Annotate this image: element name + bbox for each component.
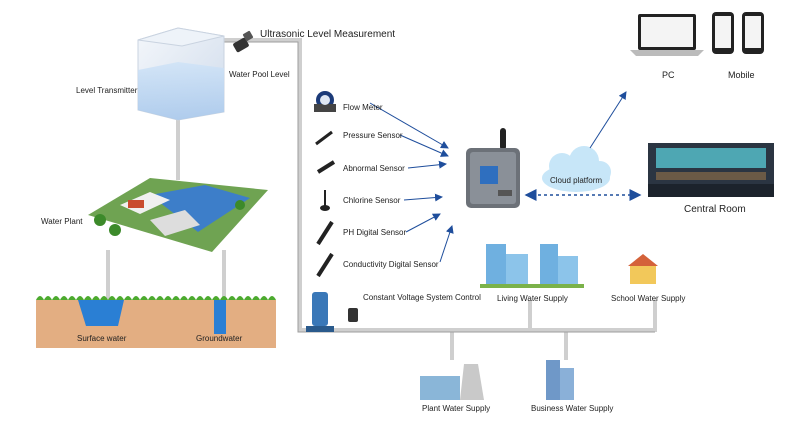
plant-water-label: Plant Water Supply	[422, 404, 491, 413]
ph-sensor-icon	[316, 220, 334, 246]
abnormal-sensor-icon	[316, 160, 336, 174]
water-plant-label: Water Plant	[41, 217, 83, 226]
pump-icon	[306, 292, 358, 332]
surface-water-label: Surface water	[77, 334, 127, 343]
cloud-platform-label: Cloud platform	[550, 176, 603, 185]
school-water-label: School Water Supply	[611, 294, 686, 303]
water-tank-icon	[137, 27, 225, 121]
business-water-label: Business Water Supply	[531, 404, 614, 413]
factory-icon	[420, 364, 484, 400]
ph-sensor-label: PH Digital Sensor	[343, 228, 407, 237]
pressure-sensor-icon	[315, 130, 333, 146]
mobile-label: Mobile	[728, 70, 755, 80]
ultrasonic-sensor-icon	[233, 30, 254, 53]
living-building-icon	[480, 244, 584, 288]
phone-icon	[712, 12, 764, 54]
school-building-icon	[628, 254, 658, 284]
pipe-network	[106, 38, 657, 360]
pressure-sensor-label: Pressure Sensor	[343, 131, 403, 140]
chlorine-sensor-label: Chlorine Sensor	[343, 196, 401, 205]
chlorine-sensor-icon	[320, 190, 330, 211]
business-building-icon	[546, 360, 574, 400]
groundwater-label: Groundwater	[196, 334, 243, 343]
sensor-arrows	[369, 102, 454, 263]
central-room-image	[648, 143, 774, 197]
conductivity-sensor-label: Conductivity Digital Sensor	[343, 260, 439, 269]
ultrasonic-label: Ultrasonic Level Measurement	[260, 29, 396, 40]
cloud-icon	[542, 146, 611, 192]
level-transmitter-label: Level Transmitter	[76, 86, 138, 95]
living-water-label: Living Water Supply	[497, 294, 568, 303]
abnormal-sensor-label: Abnormal Sensor	[343, 164, 405, 173]
laptop-icon	[630, 14, 704, 56]
central-room-label: Central Room	[684, 204, 746, 215]
ground-section	[36, 296, 276, 348]
flow-meter-label: Flow Meter	[343, 103, 383, 112]
gateway-device-icon	[466, 128, 520, 208]
water-plant-image	[88, 178, 268, 252]
pc-label: PC	[662, 70, 675, 80]
water-pool-level-label: Water Pool Level	[229, 70, 290, 79]
constant-voltage-label: Constant Voltage System Control	[363, 293, 481, 302]
conductivity-sensor-icon	[316, 252, 334, 278]
flow-meter-icon	[314, 91, 336, 112]
cloud-to-pc-arrow	[589, 91, 627, 149]
